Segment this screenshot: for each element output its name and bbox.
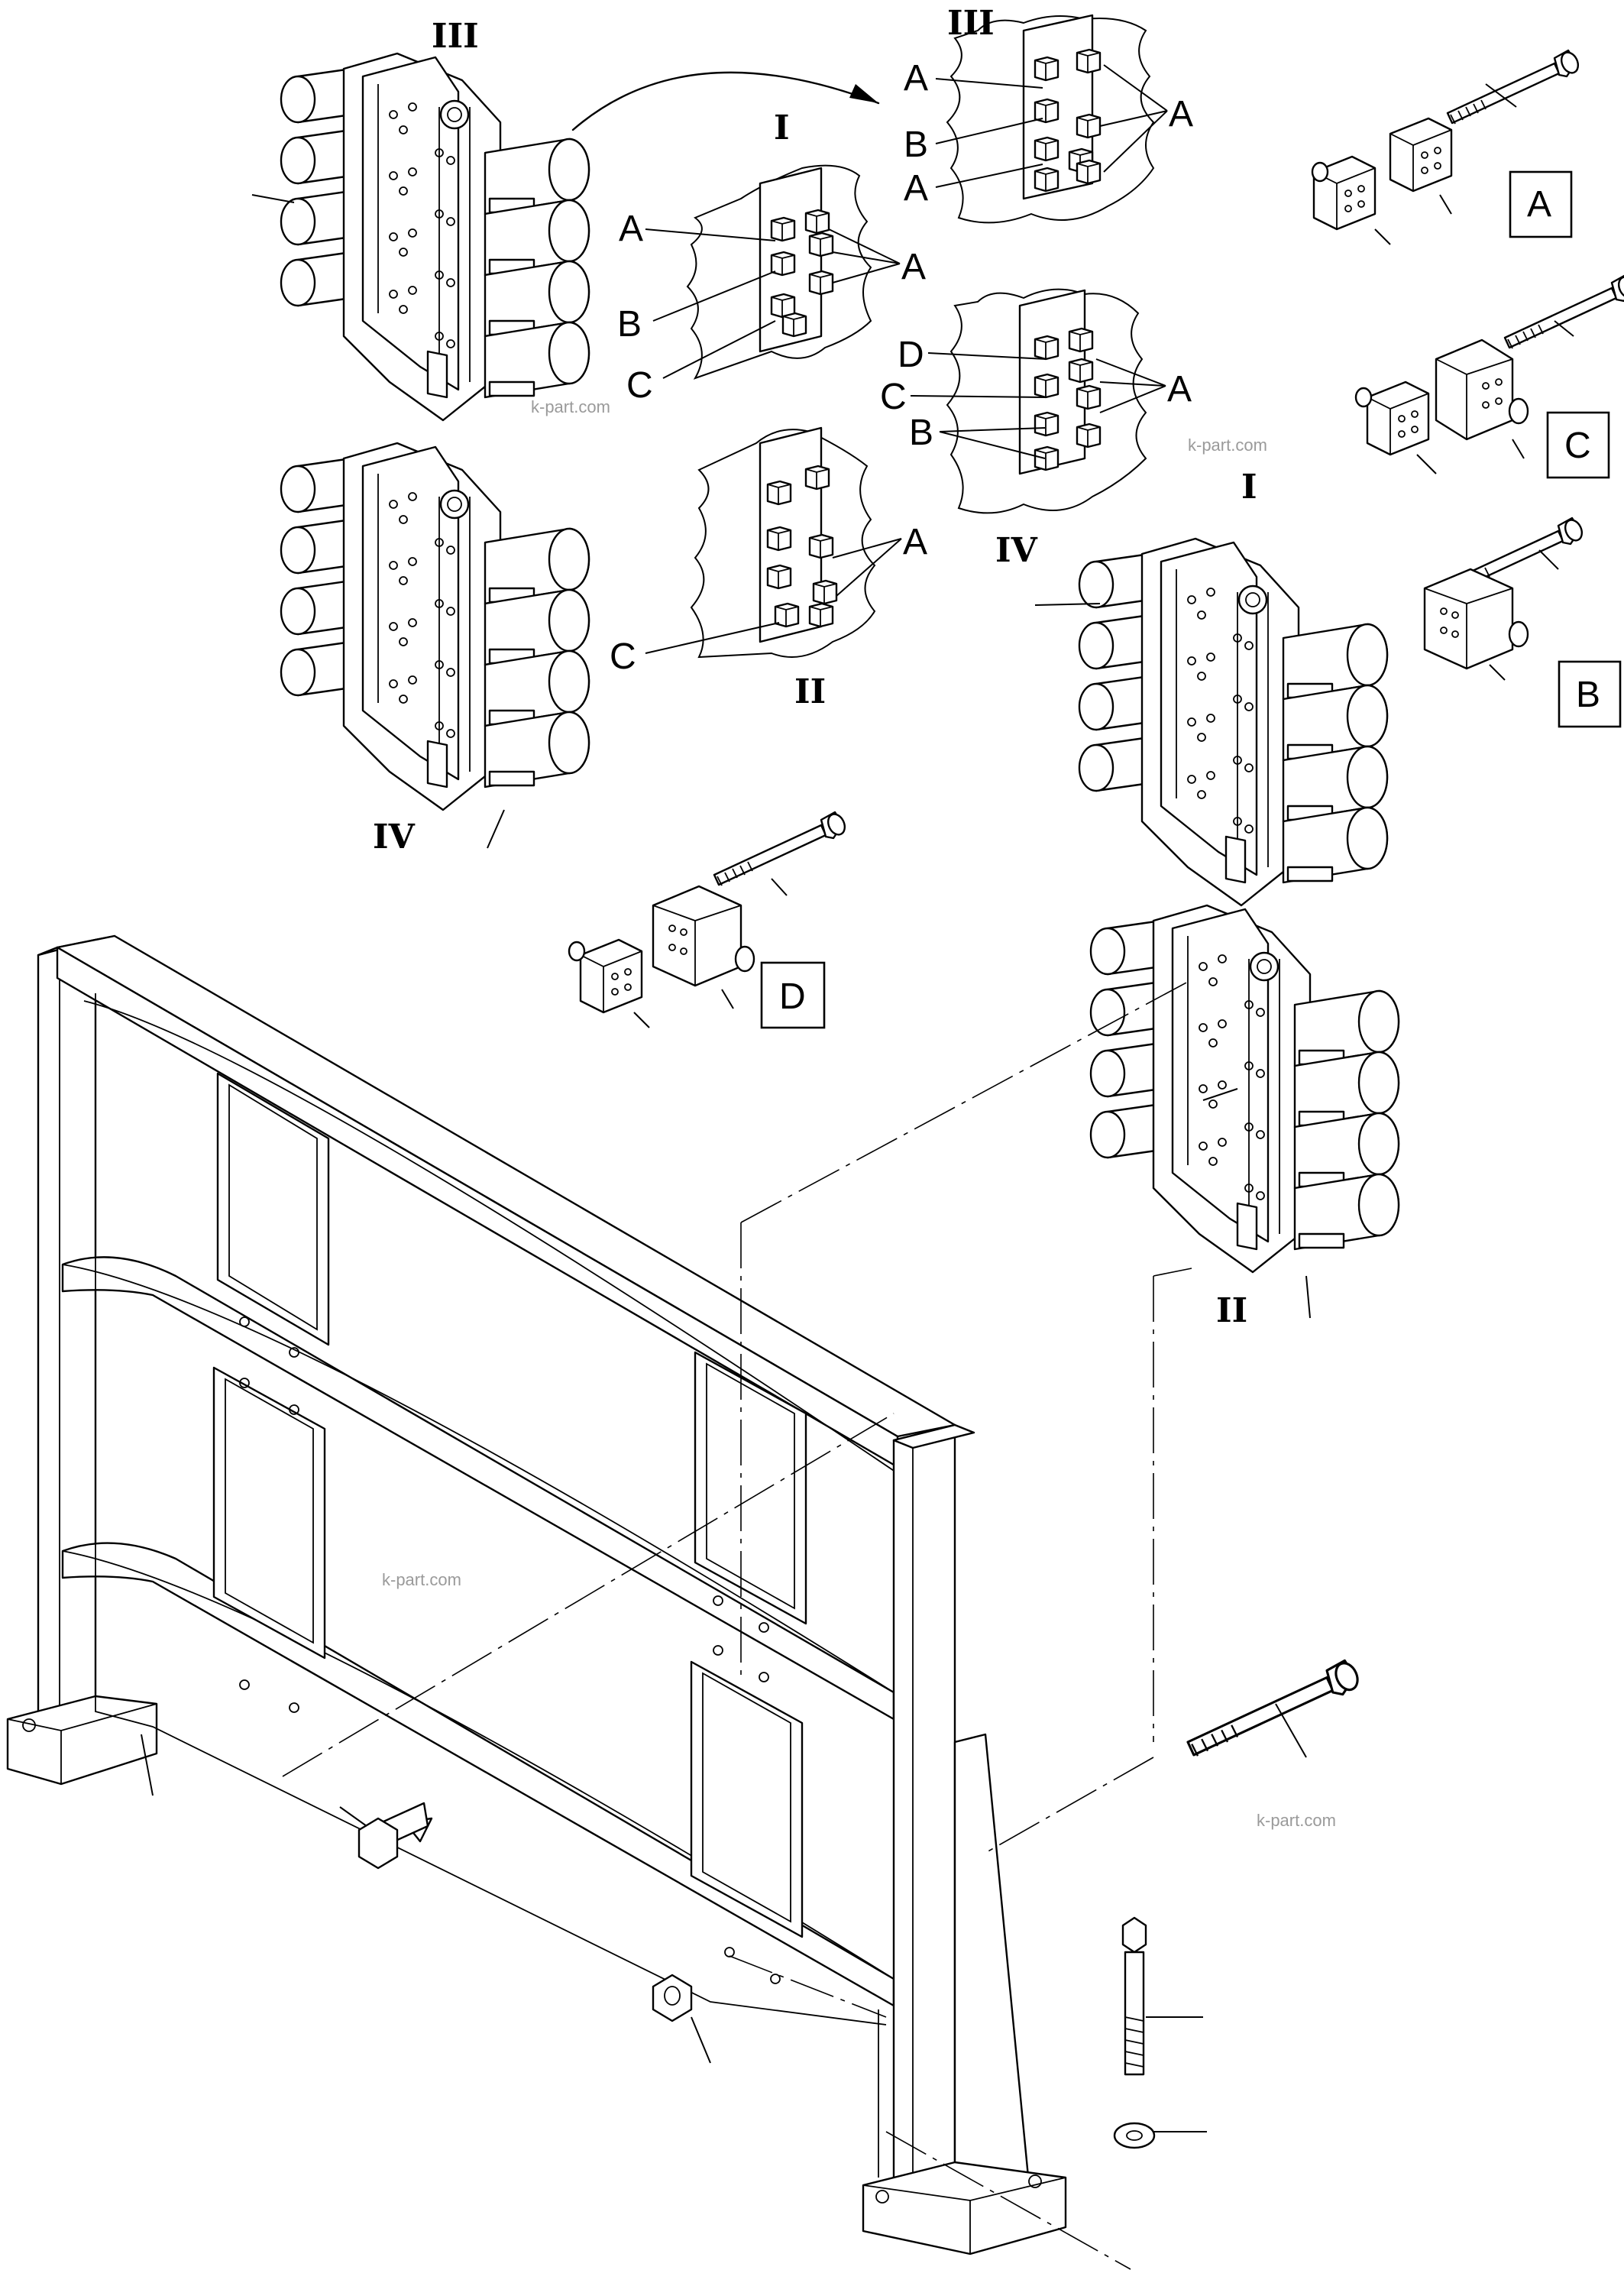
detail-view-i bbox=[686, 164, 872, 380]
frame-bolt-left bbox=[357, 1802, 433, 1870]
callout-box-d bbox=[760, 961, 826, 1029]
detail-iv-label-d: D bbox=[898, 335, 924, 375]
hex-nut bbox=[652, 1974, 693, 2022]
roman-label-detail-iv: IV bbox=[995, 531, 1038, 570]
detail-i-label-a-left: A bbox=[619, 209, 643, 249]
watermark-2: k-part.com bbox=[1188, 436, 1267, 455]
roman-label-detail-i: I bbox=[774, 108, 790, 147]
detail-view-iv bbox=[946, 288, 1147, 514]
fitting-kit-c bbox=[1354, 273, 1624, 474]
detail-iii-label-a-bottom: A bbox=[904, 168, 928, 209]
roman-label-valve-iv: IV bbox=[373, 818, 416, 857]
detail-i-label-b: B bbox=[617, 304, 642, 345]
detail-i-label-a-right: A bbox=[901, 247, 926, 287]
roman-label-valve-iii: III bbox=[432, 17, 479, 56]
control-valve-ii-right-lower bbox=[1091, 905, 1399, 1272]
detail-view-iii bbox=[946, 14, 1155, 224]
fitting-kit-a bbox=[1311, 48, 1583, 245]
detail-iv-label-b: B bbox=[909, 413, 933, 453]
watermark-1: k-part.com bbox=[531, 397, 610, 416]
control-valve-iv-middle-left bbox=[281, 443, 589, 810]
detail-ii-label-a: A bbox=[903, 522, 927, 562]
detail-view-ii bbox=[690, 426, 876, 659]
roman-label-detail-iii: III bbox=[947, 4, 995, 43]
control-valve-iii-top-left bbox=[281, 53, 589, 420]
detail-ii-label-c: C bbox=[610, 636, 636, 677]
detail-i-label-c: C bbox=[626, 365, 653, 406]
callout-box-c bbox=[1546, 411, 1610, 479]
callout-label-d: D bbox=[779, 976, 806, 1017]
callout-label-a: A bbox=[1527, 184, 1551, 225]
roman-label-valve-i: I bbox=[1241, 468, 1257, 507]
fitting-kit-d bbox=[568, 810, 849, 1028]
control-valve-i-right bbox=[1079, 539, 1387, 905]
detail-iv-label-c: C bbox=[880, 377, 907, 417]
detail-iii-label-a-right: A bbox=[1169, 94, 1193, 134]
roman-label-detail-ii: II bbox=[794, 672, 826, 711]
callout-label-c: C bbox=[1564, 426, 1591, 466]
vertical-bolt-and-washer bbox=[1113, 1916, 1156, 2149]
detail-iii-label-a-top: A bbox=[904, 58, 928, 99]
frame-bolt-right bbox=[1186, 1658, 1364, 1757]
fitting-kit-b bbox=[1423, 516, 1587, 681]
callout-box-a bbox=[1509, 170, 1573, 238]
roman-label-valve-ii-text: II bbox=[1216, 1291, 1247, 1330]
detail-iv-label-a: A bbox=[1167, 369, 1192, 410]
callout-box-b bbox=[1558, 660, 1622, 728]
watermark-4: k-part.com bbox=[1257, 1811, 1336, 1830]
callout-label-b: B bbox=[1576, 675, 1600, 715]
rotation-arrow bbox=[571, 71, 880, 131]
watermark-3: k-part.com bbox=[382, 1570, 461, 1589]
detail-iii-label-b: B bbox=[904, 125, 928, 165]
valve-mounting-frame bbox=[6, 934, 1067, 2255]
